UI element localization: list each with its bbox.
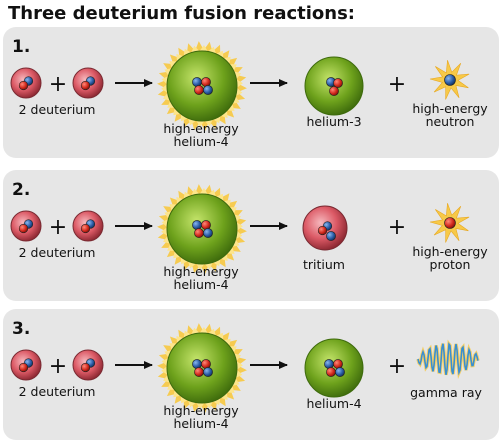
- plus-sign: +: [49, 354, 67, 379]
- proton-particle: [194, 85, 204, 95]
- tritium-nucleus: [302, 205, 348, 251]
- emitted-label-line1: high-energy: [412, 101, 488, 116]
- proton-particle: [194, 228, 204, 238]
- reactant-label: 2 deuterium: [19, 384, 96, 399]
- emitted-label-line2: neutron: [426, 114, 475, 129]
- proton-particle: [80, 362, 91, 373]
- neutron-emission: [429, 60, 470, 100]
- intermediate-label-line2: helium-4: [173, 277, 228, 292]
- proton-particle: [18, 362, 29, 373]
- reactions: 1.+2 deuteriumhigh-energyhelium-4helium-…: [3, 27, 499, 440]
- diagram-title: Three deuterium fusion reactions:: [8, 3, 355, 24]
- deuterium-nucleus: [72, 67, 104, 99]
- reaction-number: 2.: [12, 180, 30, 200]
- deuterium-nucleus: [72, 349, 104, 381]
- intermediate-label-line2: helium-4: [173, 134, 228, 149]
- deuterium-nucleus: [10, 210, 42, 242]
- reaction-number: 3.: [12, 319, 30, 339]
- reaction-panel: 3.+2 deuteriumhigh-energyhelium-4helium-…: [3, 309, 499, 440]
- neutron-particle: [192, 77, 202, 87]
- proton-particle: [444, 217, 456, 229]
- proton-particle: [80, 223, 91, 234]
- neutron-particle: [326, 231, 336, 241]
- neutron-particle: [444, 74, 456, 86]
- emitted-label-line2: proton: [430, 257, 471, 272]
- neutron-particle: [335, 367, 345, 377]
- neutron-particle: [324, 359, 334, 369]
- neutron-particle: [192, 359, 202, 369]
- product-label: tritium: [303, 257, 345, 272]
- deuterium-nucleus: [10, 349, 42, 381]
- deuterium-nucleus: [10, 67, 42, 99]
- reactant-label: 2 deuterium: [19, 245, 96, 260]
- reaction-number: 1.: [12, 37, 30, 57]
- helium-4-nucleus: [304, 338, 364, 398]
- plus-sign: +: [388, 354, 406, 379]
- proton-particle: [201, 220, 211, 230]
- product-label: helium-3: [306, 114, 361, 129]
- proton-particle: [326, 367, 336, 377]
- proton-particle: [18, 223, 29, 234]
- high-energy-helium-4: [157, 41, 247, 131]
- product-label: helium-4: [306, 396, 361, 411]
- proton-particle: [80, 80, 91, 91]
- proton-particle: [18, 80, 29, 91]
- plus-sign: +: [49, 72, 67, 97]
- proton-particle: [333, 78, 343, 88]
- emitted-label-line1: high-energy: [412, 244, 488, 259]
- helium-3-nucleus: [304, 56, 364, 116]
- reaction-panel: 2.+2 deuteriumhigh-energyhelium-4tritium…: [3, 170, 499, 301]
- emitted-label: gamma ray: [410, 385, 482, 400]
- intermediate-label-line1: high-energy: [163, 403, 239, 418]
- neutron-particle: [203, 228, 213, 238]
- neutron-particle: [203, 367, 213, 377]
- panel-background: [3, 27, 499, 158]
- reaction-panel: 1.+2 deuteriumhigh-energyhelium-4helium-…: [3, 27, 499, 158]
- proton-particle: [201, 77, 211, 87]
- plus-sign: +: [388, 215, 406, 240]
- proton-emission: [429, 203, 470, 243]
- panel-background: [3, 309, 499, 440]
- deuterium-nucleus: [72, 210, 104, 242]
- high-energy-helium-4: [157, 323, 247, 413]
- reactant-label: 2 deuterium: [19, 102, 96, 117]
- neutron-particle: [192, 220, 202, 230]
- proton-particle: [194, 367, 204, 377]
- plus-sign: +: [49, 215, 67, 240]
- intermediate-label-line1: high-energy: [163, 121, 239, 136]
- proton-particle: [317, 225, 328, 236]
- intermediate-label-line1: high-energy: [163, 264, 239, 279]
- high-energy-helium-4: [157, 184, 247, 274]
- proton-particle: [329, 86, 339, 96]
- intermediate-label-line2: helium-4: [173, 416, 228, 431]
- panel-background: [3, 170, 499, 301]
- neutron-particle: [203, 85, 213, 95]
- proton-particle: [201, 359, 211, 369]
- plus-sign: +: [388, 72, 406, 97]
- gamma-ray-wave: [416, 339, 480, 380]
- proton-particle: [333, 359, 343, 369]
